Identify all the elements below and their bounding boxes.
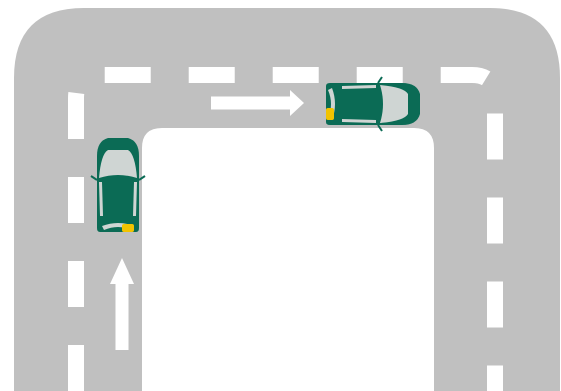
indicator-light bbox=[122, 224, 134, 232]
indicator-light bbox=[326, 108, 334, 120]
car-left bbox=[91, 138, 145, 232]
windshield bbox=[99, 150, 137, 178]
windshield bbox=[380, 85, 408, 123]
car-top bbox=[326, 77, 420, 131]
car-icon bbox=[326, 77, 420, 131]
car-icon bbox=[91, 138, 145, 232]
